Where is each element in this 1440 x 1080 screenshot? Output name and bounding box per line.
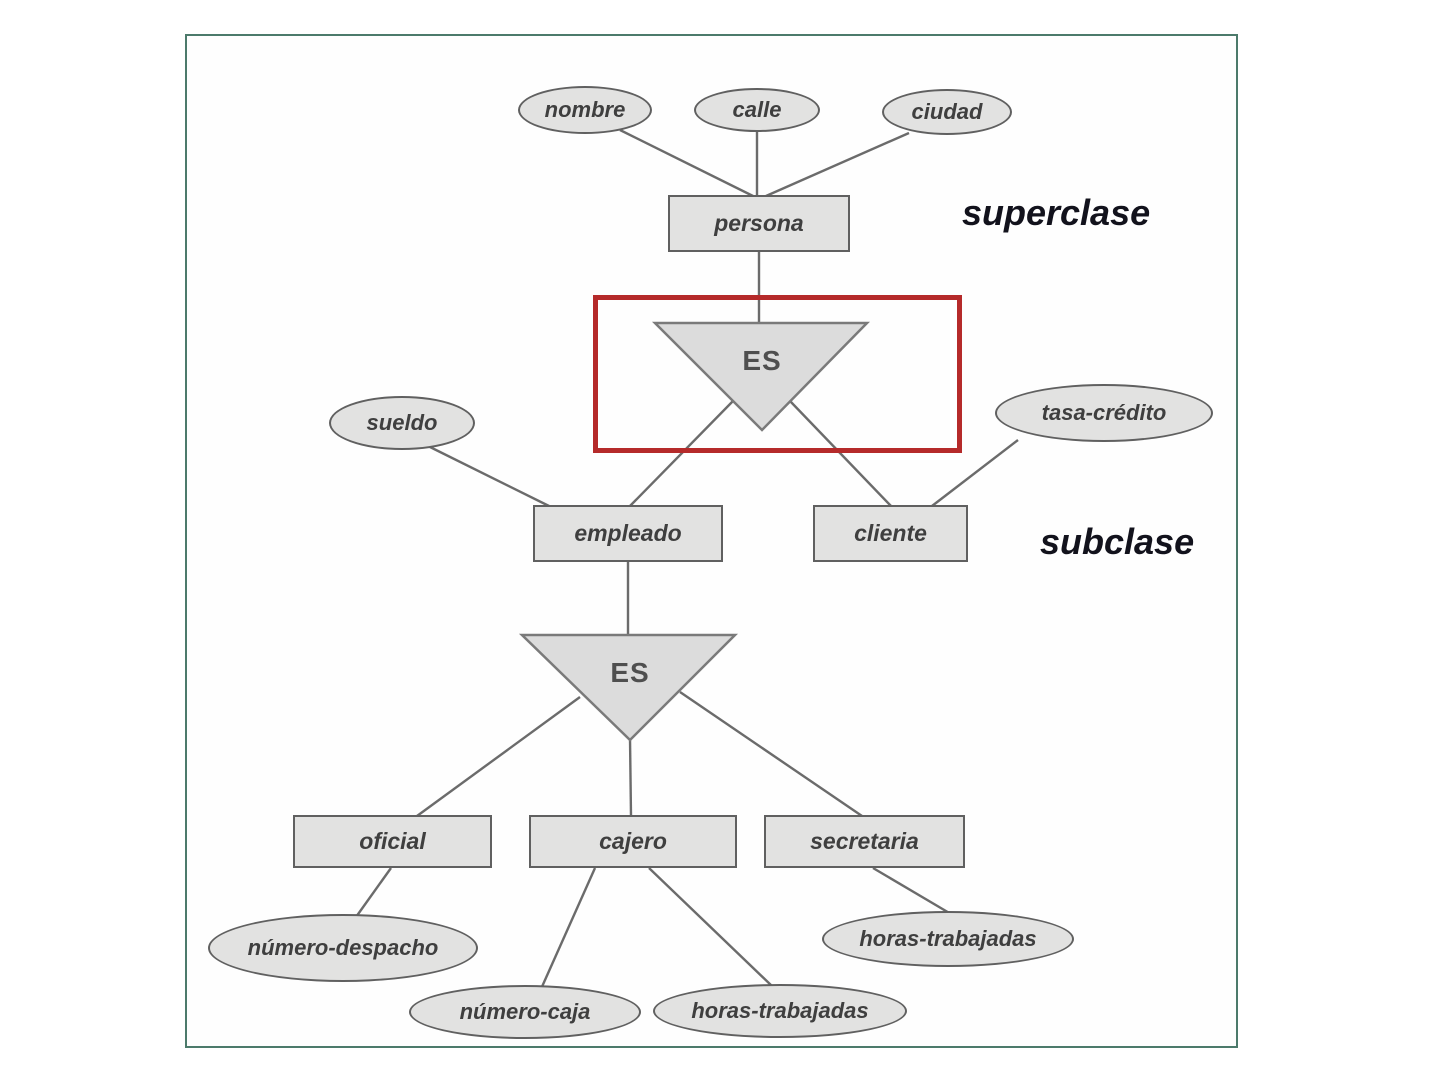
isa-top-label: ES <box>742 345 782 376</box>
entity-empleado: empleado <box>533 505 723 562</box>
attribute-horas-trabajadas-secretaria: horas-trabajadas <box>822 911 1074 967</box>
edge-isa-bottom-cajero <box>628 737 633 817</box>
edge-isa-bottom-secretaria <box>679 691 863 817</box>
attribute-numero-caja: número-caja <box>409 985 641 1039</box>
entity-oficial: oficial <box>293 815 492 868</box>
attribute-nombre: nombre <box>518 86 652 134</box>
edge-cajero-numero-caja <box>539 867 597 990</box>
attribute-sueldo: sueldo <box>329 396 475 450</box>
edge-isa-top-cliente <box>789 400 892 507</box>
attribute-calle: calle <box>694 88 820 132</box>
entity-secretaria: secretaria <box>764 815 965 868</box>
superclass-annotation: superclase <box>962 192 1151 233</box>
entity-persona: persona <box>668 195 850 252</box>
edge-cajero-horas-trabajadas <box>648 867 774 988</box>
subclass-annotation: subclase <box>1040 521 1195 562</box>
isa-bottom-label: ES <box>610 657 650 688</box>
edge-tasa-credito-cliente <box>931 439 1019 507</box>
isa-triangle-bottom <box>518 633 739 742</box>
edge-isa-bottom-oficial <box>416 696 581 817</box>
edge-ciudad-persona <box>765 131 910 198</box>
edge-oficial-numero-despacho <box>355 867 392 918</box>
attribute-horas-trabajadas-cajero: horas-trabajadas <box>653 984 907 1038</box>
edge-secretaria-horas-trabajadas <box>872 866 952 916</box>
edge-isa-top-empleado <box>629 400 734 507</box>
highlight-red-box <box>593 295 962 453</box>
entity-cajero: cajero <box>529 815 737 868</box>
attribute-numero-despacho: número-despacho <box>208 914 478 982</box>
edge-sueldo-empleado <box>429 445 550 508</box>
edge-nombre-persona <box>619 128 754 198</box>
isa-triangle-top <box>651 321 870 432</box>
attribute-tasa-credito: tasa-crédito <box>995 384 1213 442</box>
entity-cliente: cliente <box>813 505 968 562</box>
attribute-ciudad: ciudad <box>882 89 1012 135</box>
